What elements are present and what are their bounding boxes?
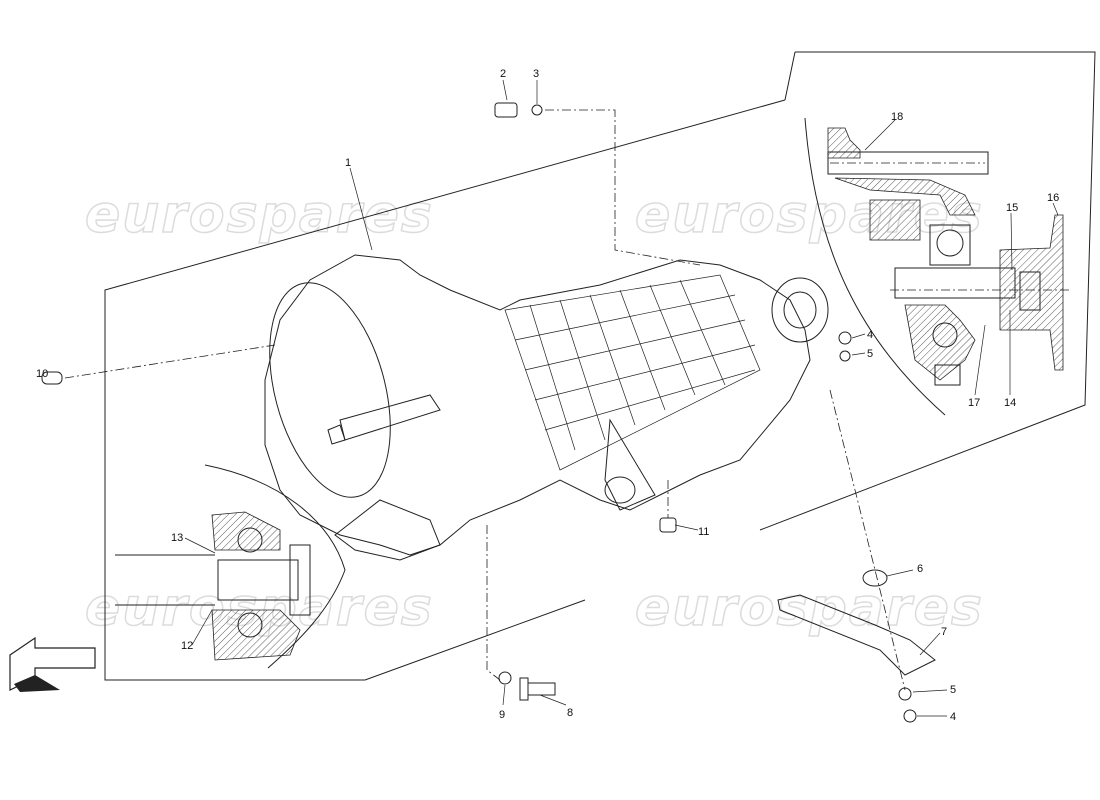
part-7-bracket bbox=[777, 594, 936, 676]
label-3: 3 bbox=[533, 68, 539, 80]
svg-text:eurospares: eurospares bbox=[635, 578, 984, 638]
label-17: 17 bbox=[968, 397, 980, 409]
part-5-washer bbox=[839, 350, 851, 362]
output-shaft-section bbox=[827, 127, 1070, 386]
part-4-nut bbox=[838, 331, 852, 345]
svg-text:eurospares: eurospares bbox=[635, 185, 984, 245]
part-10-bush bbox=[41, 371, 63, 385]
label-12: 12 bbox=[181, 640, 193, 652]
part-6-mount bbox=[862, 569, 888, 587]
part-9-washer bbox=[498, 671, 512, 685]
watermark: eurospares eurospares eurospares eurospa… bbox=[84, 184, 984, 639]
label-18: 18 bbox=[891, 111, 903, 123]
part-5-washer-lower bbox=[898, 687, 912, 701]
label-9: 9 bbox=[499, 709, 505, 721]
part-labels: 1 2 3 4 5 6 7 8 9 10 11 12 13 14 15 16 1… bbox=[36, 68, 1059, 723]
part-8-bolt bbox=[519, 677, 556, 701]
leader-lines bbox=[184, 79, 1059, 717]
part-2-sensor bbox=[494, 102, 518, 118]
label-2: 2 bbox=[500, 68, 506, 80]
label-10: 10 bbox=[36, 368, 48, 380]
detail-inset-arc-left bbox=[204, 464, 346, 669]
label-15: 15 bbox=[1006, 202, 1018, 214]
panel-outline bbox=[104, 51, 1096, 681]
part-11-plug bbox=[659, 517, 677, 533]
svg-text:eurospares: eurospares bbox=[85, 185, 434, 245]
label-7: 7 bbox=[941, 626, 947, 638]
label-13: 13 bbox=[171, 532, 183, 544]
gearbox-housing bbox=[264, 254, 829, 561]
detail-inset-arc-right bbox=[804, 117, 946, 416]
label-14: 14 bbox=[1004, 397, 1016, 409]
label-11: 11 bbox=[698, 526, 709, 538]
label-8: 8 bbox=[567, 707, 573, 719]
label-4: 4 bbox=[867, 329, 873, 341]
arrow-shadow bbox=[14, 675, 60, 692]
label-5: 5 bbox=[867, 348, 873, 360]
label-6: 6 bbox=[917, 563, 923, 575]
label-5-lower: 5 bbox=[950, 684, 956, 696]
assembly-lines bbox=[64, 109, 906, 691]
label-1: 1 bbox=[345, 157, 351, 169]
part-3-washer bbox=[531, 104, 543, 116]
input-shaft-section bbox=[115, 511, 311, 661]
label-4-lower: 4 bbox=[950, 711, 956, 723]
label-16: 16 bbox=[1047, 192, 1059, 204]
part-4-nut-lower bbox=[903, 709, 917, 723]
